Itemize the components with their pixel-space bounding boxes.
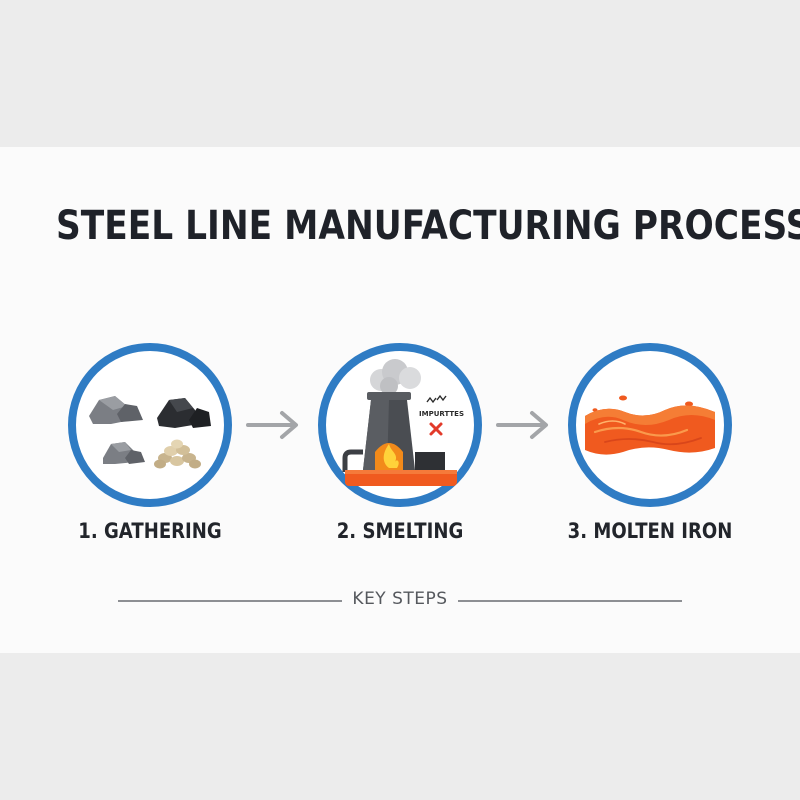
divider-right [458,600,682,602]
furnace-icon: IMPURTTES [318,343,482,507]
step-smelting: IMPURTTES [315,340,485,510]
arrow-right-icon [244,405,304,445]
key-steps-label: KEY STEPS [352,589,448,609]
step-molten-iron [565,340,735,510]
ore-rocks-icon [68,343,232,507]
impurity-x-icon [429,422,443,436]
step-label-smelting: 2. SMELTING [336,519,464,543]
step-gathering [65,340,235,510]
step-label-gathering: 1. GATHERING [78,519,222,543]
key-steps-footer: KEY STEPS [118,589,682,613]
bottom-margin-band [0,653,800,800]
page-title: STEEL LINE MANUFACTURING PROCESS [56,203,800,249]
top-margin-band [0,0,800,147]
process-panel: STEEL LINE MANUFACTURING PROCESS [0,147,800,653]
divider-left [118,600,342,602]
arrow-right-icon [494,405,554,445]
impurities-label: IMPURTTES [419,410,464,418]
step-label-molten-iron: 3. MOLTEN IRON [567,519,733,543]
molten-iron-icon [568,343,732,507]
